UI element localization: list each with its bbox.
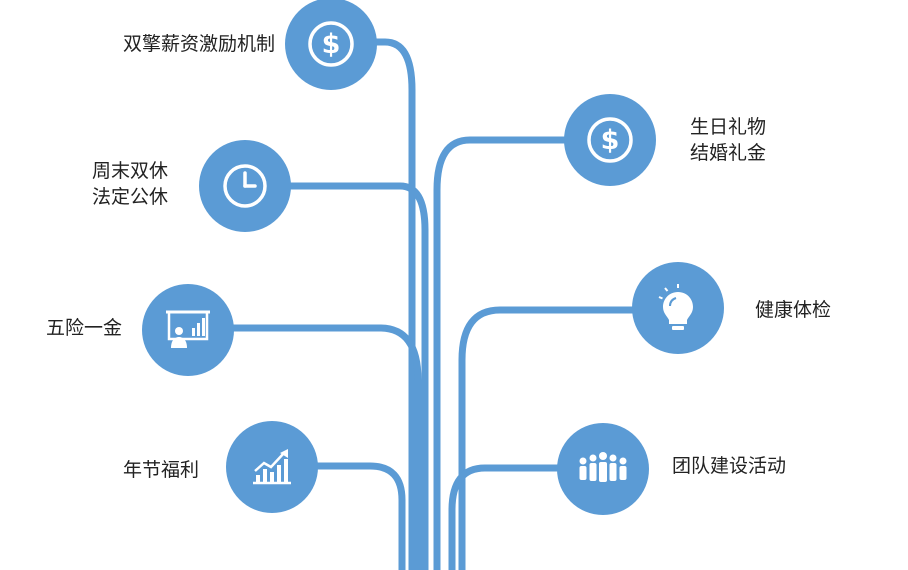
branch-weekend	[245, 182, 429, 570]
branch-insurance	[188, 324, 422, 570]
branch-health	[458, 306, 676, 570]
label-line: 双擎薪资激励机制	[122, 33, 275, 55]
benefit-label-weekend: 周末双休 法定公休	[92, 158, 168, 210]
benefit-label-insurance: 五险一金	[46, 315, 122, 341]
node-health	[632, 262, 724, 354]
benefit-label-team: 团队建设活动	[672, 453, 786, 479]
label-line: 结婚礼金	[690, 142, 767, 164]
label-line: 五险一金	[45, 317, 122, 339]
node-team	[557, 423, 649, 515]
branch-festival	[272, 462, 406, 570]
branch-birthday	[433, 136, 610, 570]
label-line: 健康体检	[755, 299, 832, 321]
benefit-label-health: 健康体检	[755, 297, 831, 323]
node-birthday: $	[564, 94, 656, 186]
dollar-icon: $	[308, 21, 354, 67]
growth-chart-icon	[253, 449, 291, 485]
svg-text:$: $	[601, 125, 620, 156]
lightbulb-icon	[658, 284, 693, 330]
node-festival	[226, 421, 318, 513]
dollar-icon: $	[587, 117, 633, 163]
node-weekend	[199, 140, 291, 232]
node-salary: $	[285, 0, 377, 90]
people-group-icon	[579, 452, 627, 482]
label-line: 法定公休	[91, 186, 168, 208]
svg-text:$: $	[322, 29, 341, 60]
benefit-label-festival: 年节福利	[123, 457, 199, 483]
clock-icon	[223, 164, 267, 208]
branch-team	[448, 464, 602, 570]
label-line: 年节福利	[122, 459, 199, 481]
benefit-label-birthday: 生日礼物 结婚礼金	[690, 114, 766, 166]
presentation-icon	[166, 310, 210, 348]
node-insurance	[142, 284, 234, 376]
label-line: 周末双休	[91, 160, 168, 182]
benefit-label-salary: 双擎薪资激励机制	[123, 31, 275, 57]
branch-salary	[330, 38, 416, 570]
label-line: 生日礼物	[690, 116, 767, 138]
label-line: 团队建设活动	[672, 455, 787, 477]
